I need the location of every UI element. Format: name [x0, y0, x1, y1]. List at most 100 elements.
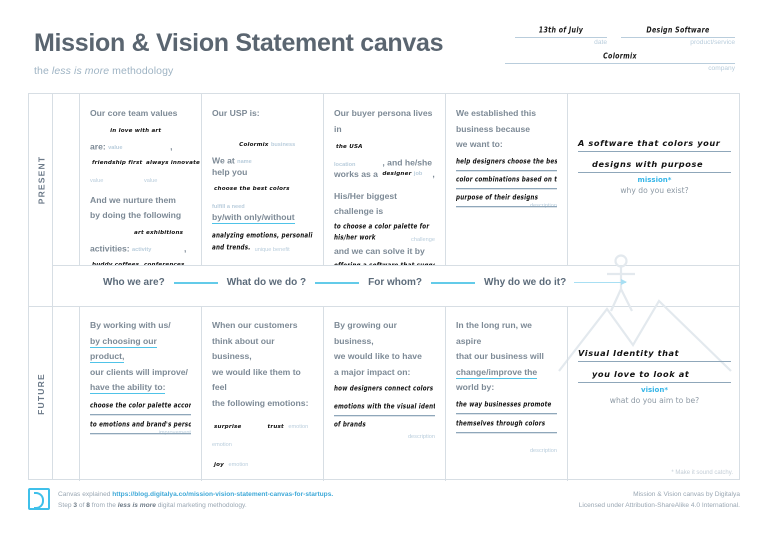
- cell-client-improvement[interactable]: By working with us/ by choosing our prod…: [79, 306, 201, 481]
- nurture-line2: by doing the following: [90, 210, 182, 220]
- vision-key-label: vision*: [641, 386, 668, 394]
- persona-andheshe: , and he/she: [382, 157, 433, 168]
- job-blank[interactable]: designer job: [380, 165, 432, 183]
- subtitle-emphasis: less is more: [51, 65, 110, 77]
- rail-future-text: FUTURE: [36, 373, 47, 415]
- product-service-field[interactable]: Design Software product/service: [621, 26, 735, 46]
- future-row: By working with us/ by choosing our prod…: [53, 306, 739, 481]
- activity-3-text: conferences: [144, 261, 185, 266]
- emotion-2-text: trust: [267, 424, 284, 430]
- catchy-note: * Make it sound catchy.: [671, 470, 733, 476]
- why-prompt-2: business because: [456, 123, 531, 134]
- vision-statement[interactable]: Visual Identity that you love to look at…: [578, 348, 731, 405]
- activity-blank-1[interactable]: art exhibitions activity: [132, 224, 184, 257]
- step-for-whom: For whom?: [368, 277, 423, 288]
- timeline-rail: [29, 94, 53, 479]
- emotion-blank-3[interactable]: joy emotion: [212, 453, 260, 471]
- emotion-2-tag: emotion: [288, 424, 309, 430]
- unique-benefit-line2: and trends.: [212, 243, 251, 252]
- impact-prompt-3: a major impact on:: [334, 366, 411, 377]
- value-blank-2[interactable]: friendship first value: [90, 151, 142, 187]
- world-line1: the way businesses promote: [456, 400, 557, 414]
- step-who-we-are: Who we are?: [103, 277, 165, 288]
- emotion-1-text: surprise: [214, 424, 242, 430]
- solution-blank[interactable]: offering a software that suggests the be…: [334, 261, 435, 265]
- value-blank-3[interactable]: always innovate value: [144, 151, 200, 187]
- activity-2-text: buddy coffees: [92, 261, 140, 266]
- mission-statement[interactable]: A software that colors your designs with…: [578, 138, 731, 195]
- process-steps: Who we are? What do we do ? For whom? Wh…: [103, 277, 628, 288]
- persona-prompt-2: the USA location , and he/she: [334, 138, 435, 171]
- footer-step-pre: Step: [58, 502, 74, 509]
- world-line2: themselves through colors: [456, 419, 557, 433]
- value-blank-1[interactable]: in love with art value: [108, 122, 170, 155]
- page-subtitle: the less is more methodology: [34, 65, 734, 77]
- unique-benefit-blank[interactable]: analyzing emotions, personalities and tr…: [212, 231, 313, 253]
- impact-line3: of brands: [334, 421, 366, 430]
- cell-vision[interactable]: Visual Identity that you love to look at…: [567, 306, 741, 481]
- business-name-tag: business name: [237, 141, 296, 166]
- step-connector-1: [173, 281, 218, 284]
- date-field[interactable]: 13th of July date: [515, 26, 607, 46]
- footer-step-em: less is more: [117, 502, 156, 509]
- world-tag: description: [529, 447, 557, 454]
- world-prompt-4: world by:: [456, 382, 495, 392]
- improvement-blank[interactable]: choose the color palette accordingly to …: [90, 401, 191, 436]
- activity-blank-2[interactable]: buddy coffees activity: [90, 253, 140, 266]
- cell-emotions[interactable]: When our customers think about our busin…: [201, 306, 323, 481]
- location-tag: location: [334, 161, 356, 168]
- process-steps-band: Who we are? What do we do ? For whom? Wh…: [53, 266, 739, 306]
- impact-line1: how designers connect colors &: [334, 385, 435, 394]
- date-value: 13th of July: [538, 26, 584, 35]
- footer-left-pre: Canvas explained: [58, 491, 113, 498]
- company-value: Colormix: [603, 52, 637, 61]
- vision-line2: you love to look at: [578, 369, 731, 383]
- emotion-blank-1[interactable]: surprise emotion: [212, 415, 260, 451]
- world-description-blank[interactable]: the way businesses promote themselves th…: [456, 400, 557, 454]
- value-2-tag: value: [90, 177, 104, 184]
- usp-prompt-4: by/with only/without: [212, 210, 313, 226]
- why-line2: color combinations based on the: [456, 175, 557, 189]
- challenge-blank[interactable]: to choose a color palette for his/her wo…: [334, 222, 435, 243]
- cell-mission[interactable]: A software that colors your designs with…: [567, 94, 741, 265]
- cell-buyer-persona[interactable]: Our buyer persona lives in the USA locat…: [323, 94, 445, 265]
- job-tag: job: [413, 171, 423, 177]
- clients-prompt-3: our clients will improve/: [90, 366, 188, 377]
- cell-core-values[interactable]: Our core team values are: in love with a…: [79, 94, 201, 265]
- cell-world-change[interactable]: In the long run, we aspire that our busi…: [445, 306, 567, 481]
- emotion-blank-2[interactable]: trust emotion: [266, 415, 314, 451]
- fulfill-need-blank[interactable]: choose the best colors fulfill a need: [212, 180, 289, 213]
- value-3-text: always innovate: [146, 159, 200, 166]
- cell-major-impact[interactable]: By growing our business, we would like t…: [323, 306, 445, 481]
- why-prompt-1: We established this: [456, 108, 537, 118]
- footer-credit: Mission & Vision canvas by Digitalya: [633, 491, 740, 498]
- location-blank[interactable]: the USA location: [334, 138, 380, 171]
- emotion-3-tag: emotion: [228, 462, 249, 468]
- usp-prompt-1: Our USP is:: [212, 108, 260, 118]
- step-connector-2: [315, 281, 360, 284]
- header-meta-fields: 13th of July date Design Software produc…: [505, 26, 735, 86]
- company-field[interactable]: Colormix company: [505, 52, 735, 72]
- value-1-tag: value: [108, 145, 123, 151]
- activity-blank-3[interactable]: conferences activity: [142, 253, 191, 266]
- why-description-blank[interactable]: help designers choose the best color com…: [456, 157, 557, 209]
- unique-benefit-tag: unique benefit: [254, 246, 290, 253]
- product-service-value: Design Software: [646, 26, 710, 35]
- mission-question: why do you exist?: [620, 186, 689, 195]
- persona-prompt-4: His/Her biggest challenge is: [334, 190, 398, 217]
- footer-blog-link[interactable]: https://blog.digitalya.co/mission-vision…: [112, 491, 334, 498]
- usp-help-you: help you: [212, 166, 248, 177]
- date-rule: [515, 37, 607, 38]
- fulfill-need-text: choose the best colors: [214, 186, 290, 192]
- business-name-blank[interactable]: Colormix business name: [237, 136, 301, 169]
- present-row: Our core team values are: in love with a…: [53, 94, 739, 265]
- cell-usp[interactable]: Our USP is: We at Colormix business name…: [201, 94, 323, 265]
- vision-line1: Visual Identity that: [578, 348, 731, 362]
- impact-description-blank[interactable]: how designers connect colors & emotions …: [334, 384, 435, 440]
- fulfill-need-tag: fulfill a need: [212, 203, 245, 210]
- cell-why-established[interactable]: We established this business because we …: [445, 94, 567, 265]
- persona-works-as: works as a: [334, 169, 378, 179]
- why-tag: description: [529, 202, 557, 209]
- emotion-1-tag: emotion: [212, 442, 232, 448]
